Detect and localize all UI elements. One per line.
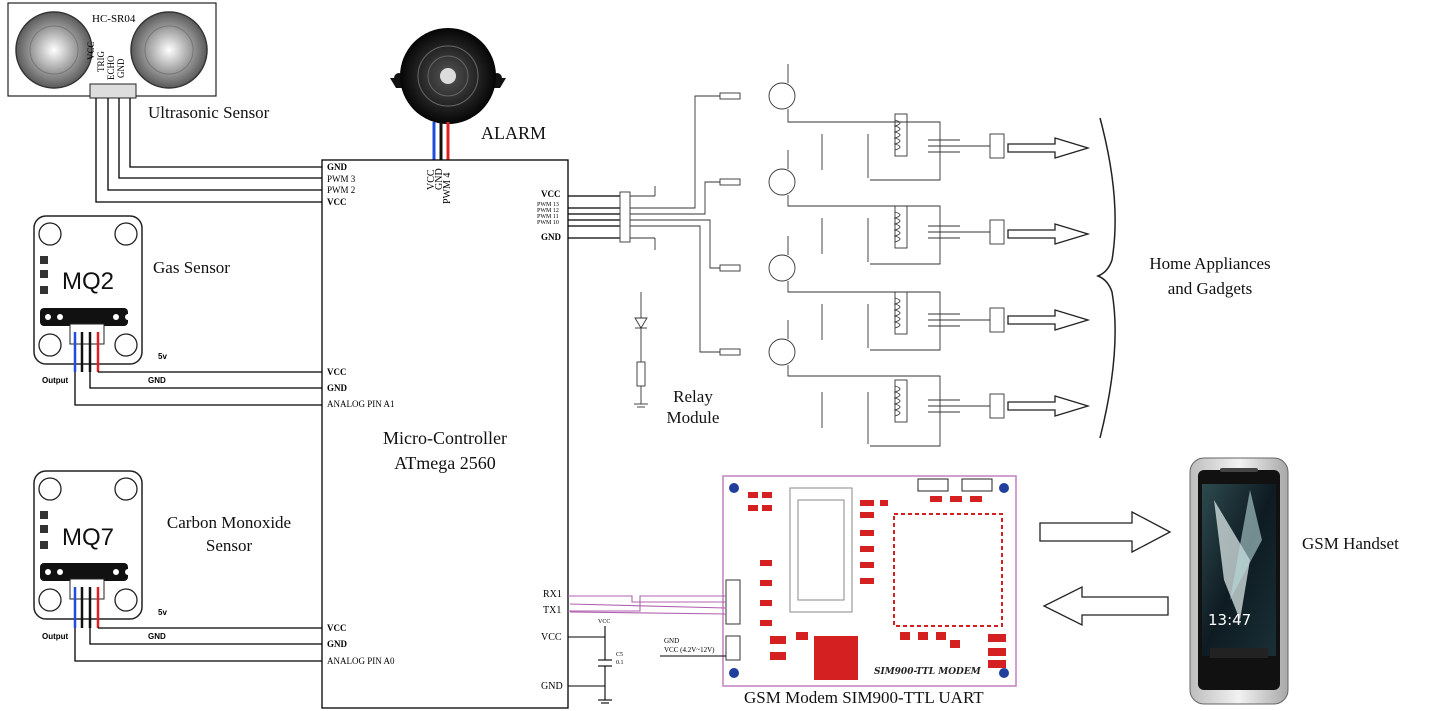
arrow-from-handset — [1042, 585, 1169, 627]
uart-wires — [568, 595, 727, 615]
gsm-arrows — [1039, 510, 1172, 627]
controller-power-wires — [568, 626, 726, 704]
ctrl-pin-gnd-top: GND — [327, 162, 347, 172]
ctrl-pin-pwm3: PWM 3 — [327, 174, 356, 184]
ultrasonic-pin-trig: TRIG — [96, 51, 106, 72]
ctrl-pin-gnd-a1: GND — [327, 383, 347, 393]
ctrl-pin-analog-a1: ANALOG PIN A1 — [327, 399, 395, 409]
controller-title-line1: Micro-Controller — [383, 428, 507, 448]
gsm-handset-label: GSM Handset — [1302, 534, 1399, 553]
modem-power-vcc: VCC (4.2V~12V) — [664, 646, 715, 654]
ctrl-pin-vcc-right: VCC — [541, 189, 561, 199]
mq7-sensor-board — [33, 470, 143, 628]
mq7-output-label: Output — [42, 632, 69, 641]
ctrl-pin-vcc-bottom: VCC — [541, 632, 562, 643]
ultrasonic-pin-echo: ECHO — [106, 55, 116, 81]
handset-clock: 13:47 — [1208, 611, 1251, 629]
ultrasonic-pin-vcc: VCC — [86, 41, 96, 60]
appliances-label-line2: and Gadgets — [1167, 279, 1253, 298]
transducer-left — [15, 11, 93, 89]
gsm-handset: 13:47 — [1189, 457, 1289, 705]
ctrl-pin-pwm13: PWM 13 — [537, 202, 559, 208]
mq2-output-label: Output — [42, 376, 69, 385]
ctrl-pin-pwm2: PWM 2 — [327, 185, 356, 195]
ultrasonic-wires — [95, 98, 322, 203]
ultrasonic-model-label: HC-SR04 — [92, 13, 136, 25]
relay-channel-1 — [719, 64, 1005, 181]
appliances-label-line1: Home Appliances — [1149, 254, 1271, 273]
modem-power-gnd: GND — [664, 637, 680, 645]
ultrasonic-sensor — [7, 2, 217, 99]
ctrl-pin-pwm12: PWM 12 — [537, 208, 559, 214]
gas-sensor-label: Gas Sensor — [153, 258, 230, 277]
appliance-arrows — [1007, 137, 1091, 417]
ctrl-pin-gnd-bottom: GND — [541, 681, 563, 692]
ctrl-pin-vcc-top: VCC — [327, 197, 347, 207]
alarm-label: ALARM — [481, 123, 547, 143]
mq7-voltage-label: 5v — [158, 608, 167, 617]
ctrl-pin-gnd-right: GND — [541, 232, 561, 242]
co-sensor-label-line1: Carbon Monoxide — [166, 513, 292, 532]
controller-title-line2: ATmega 2560 — [394, 453, 496, 473]
gsm-modem-board: SIM900-TTL MODEM — [722, 475, 1017, 687]
relay-module — [619, 64, 1005, 447]
mq7-gnd-label: GND — [148, 632, 166, 641]
mq2-chip-label: MQ2 — [62, 268, 115, 295]
mq2-sensor-board — [33, 215, 143, 372]
mq7-chip-label: MQ7 — [62, 524, 115, 551]
capacitor-name-label: C5 — [616, 652, 624, 658]
relay-label-line1: Relay — [673, 387, 713, 406]
microcontroller-box — [321, 159, 569, 709]
mq2-voltage-label: 5v — [158, 352, 167, 361]
ctrl-pin-analog-a0: ANALOG PIN A0 — [327, 656, 395, 666]
mq2-gnd-label: GND — [148, 376, 166, 385]
controller-right-stubs — [568, 195, 620, 239]
ctrl-pin-vcc-a1: VCC — [327, 367, 347, 377]
buzzer-alarm — [390, 28, 506, 160]
relay-channel-3 — [719, 236, 1005, 351]
alarm-pin-pwm4: PWM 4 — [442, 172, 453, 204]
gsm-modem-label: GSM Modem SIM900-TTL UART — [744, 688, 984, 707]
ultrasonic-pin-gnd: GND — [116, 58, 126, 79]
ctrl-pin-rx1: RX1 — [543, 589, 562, 600]
capacitor-vcc-label: VCC — [598, 619, 611, 625]
co-sensor-label-line2: Sensor — [205, 536, 253, 555]
ctrl-pin-gnd-a0: GND — [327, 639, 347, 649]
relay-label-line2: Module — [666, 408, 720, 427]
ultrasonic-sensor-label: Ultrasonic Sensor — [148, 103, 270, 122]
appliance-brace — [1095, 117, 1116, 439]
ctrl-pin-pwm10: PWM 10 — [537, 220, 559, 226]
mq2-wires — [74, 371, 322, 406]
capacitor-value-label: 0.1 — [616, 660, 624, 666]
mq7-wires — [74, 627, 322, 662]
transducer-right — [130, 11, 208, 89]
modem-board-text: SIM900-TTL MODEM — [874, 667, 982, 677]
ctrl-pin-pwm11: PWM 11 — [537, 214, 559, 220]
ctrl-pin-vcc-a0: VCC — [327, 623, 347, 633]
relay-channel-4 — [719, 320, 1005, 447]
arrow-to-handset — [1039, 510, 1172, 554]
ctrl-pin-tx1: TX1 — [543, 605, 562, 616]
relay-channel-2 — [719, 150, 1005, 265]
